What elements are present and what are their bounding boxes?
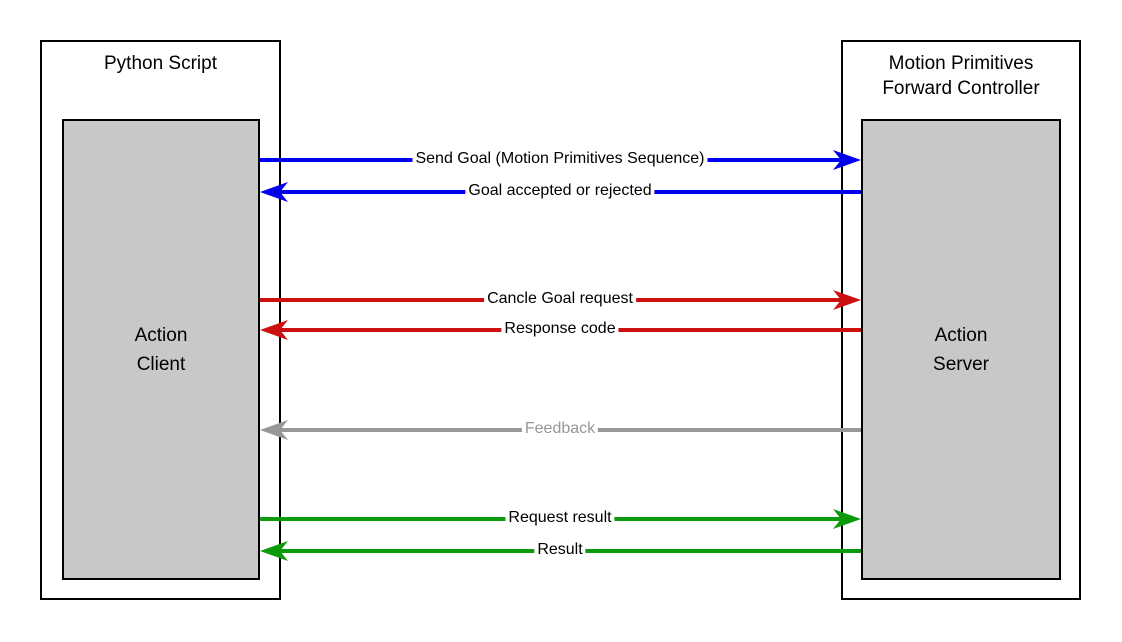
action-client-label-line1: Action — [134, 324, 188, 346]
arrow-label-cancel-goal: Cancle Goal request — [484, 288, 636, 309]
arrow-label-request-result: Request result — [505, 507, 615, 528]
arrow-label-send-goal: Send Goal (Motion Primitives Sequence) — [412, 148, 708, 169]
forward-controller-title-line2: Forward Controller — [882, 78, 1040, 99]
arrow-label-response-code: Response code — [501, 318, 619, 339]
action-server-label-line2: Server — [933, 353, 989, 375]
python-script-title: Python Script — [104, 53, 217, 74]
arrow-label-feedback: Feedback — [521, 418, 599, 439]
arrow-label-result: Result — [534, 539, 586, 560]
action-server-label-line1: Action — [934, 324, 988, 346]
forward-controller-title-line1: Motion Primitives — [888, 53, 1034, 74]
arrow-label-goal-accepted: Goal accepted or rejected — [465, 180, 655, 201]
action-client-label-line2: Client — [136, 353, 186, 375]
